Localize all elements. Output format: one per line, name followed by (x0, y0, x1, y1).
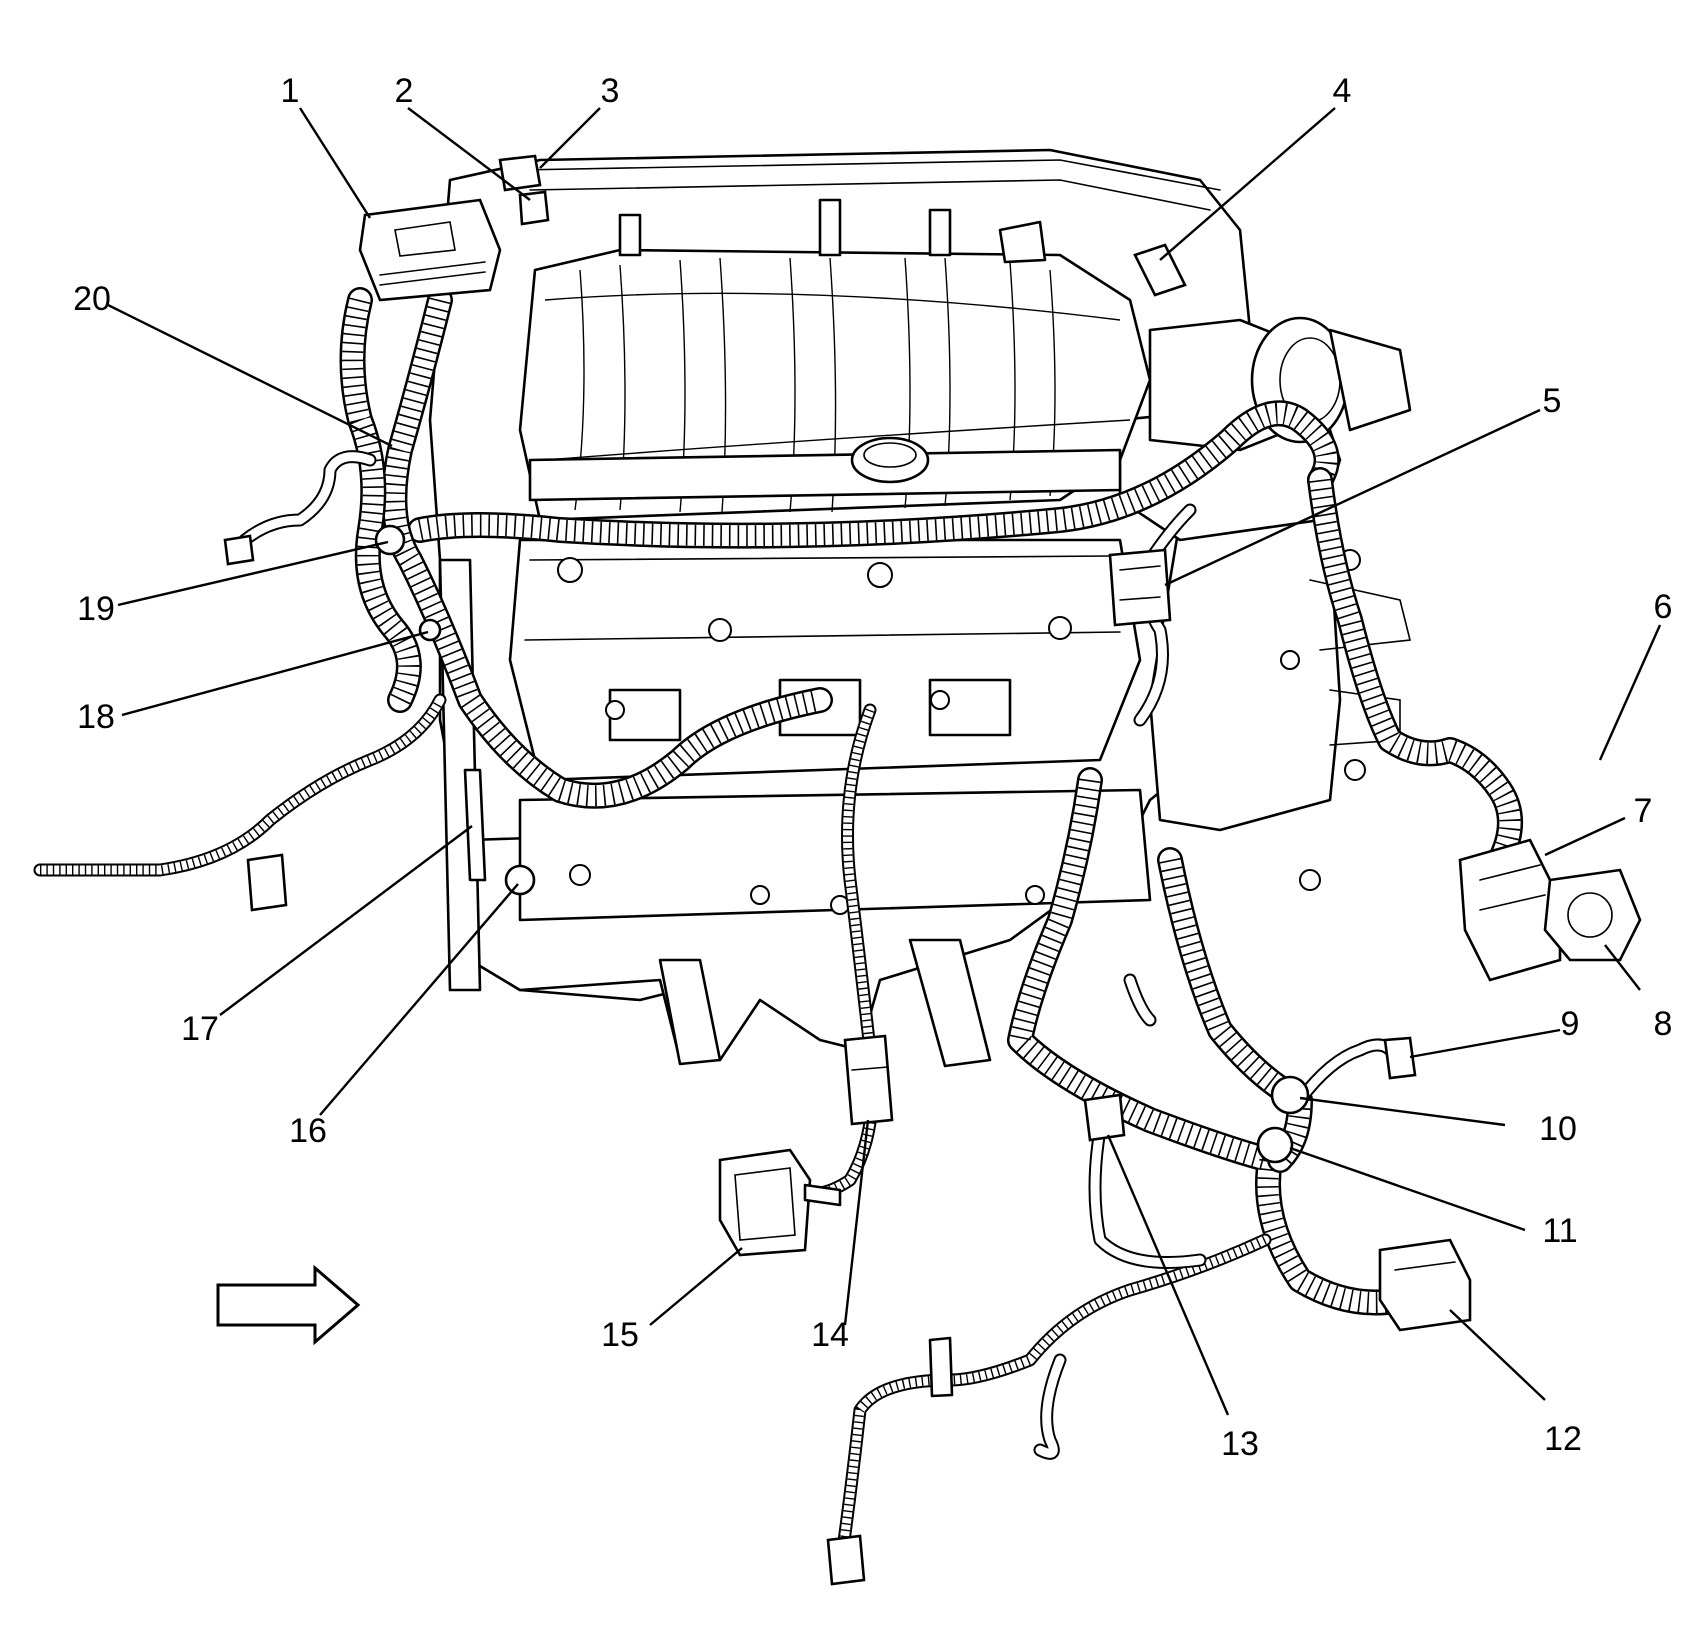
connector-8 (1543, 868, 1642, 962)
callout-9: 9 (1561, 1005, 1580, 1043)
callout-13: 13 (1221, 1425, 1259, 1463)
pigtail-wires (33, 450, 1397, 1577)
leader-lines (107, 107, 1662, 1416)
sensor-connector-3 (498, 154, 542, 192)
connector-5 (1108, 548, 1172, 627)
pigtail-connector-upper-left (223, 534, 255, 566)
callout-8: 8 (1654, 1005, 1673, 1043)
callout-14: 14 (811, 1316, 849, 1354)
connector-13 (1083, 1093, 1126, 1142)
callout-labels: 1 2 3 4 5 6 7 8 9 10 11 12 13 14 15 16 1… (73, 72, 1672, 1463)
callout-4: 4 (1333, 72, 1352, 110)
callout-1: 1 (281, 72, 300, 110)
pigtail-connector-bottom (826, 1534, 866, 1586)
harness-stud-clip (928, 1336, 954, 1398)
connector-9 (1383, 1036, 1417, 1080)
ecm-connector (358, 198, 502, 302)
harness-clip-18 (418, 618, 442, 642)
connector-14 (843, 1034, 894, 1126)
callout-2: 2 (395, 72, 414, 110)
callout-5: 5 (1543, 382, 1562, 420)
callout-16: 16 (289, 1112, 327, 1150)
callout-19: 19 (77, 590, 115, 628)
harness-clip-11 (1256, 1126, 1294, 1164)
callout-20: 20 (73, 280, 111, 318)
connector-4 (1133, 243, 1187, 297)
front-direction-arrow-icon (216, 1264, 361, 1346)
callout-3: 3 (601, 72, 620, 110)
callout-15: 15 (601, 1316, 639, 1354)
callout-18: 18 (77, 698, 115, 736)
callout-17: 17 (181, 1010, 219, 1048)
callout-7: 7 (1634, 792, 1653, 830)
callout-6: 6 (1654, 588, 1673, 626)
harness-retainer-19 (374, 524, 406, 556)
harness-clip-10 (1270, 1075, 1310, 1115)
callout-11: 11 (1542, 1212, 1577, 1250)
connector-15 (718, 1148, 842, 1257)
connector-7 (1458, 838, 1562, 982)
components (223, 154, 1642, 1586)
ground-bolt-16 (504, 864, 536, 896)
bracket-17 (463, 768, 487, 882)
pigtail-connector-left (246, 853, 288, 912)
callout-12: 12 (1544, 1420, 1582, 1458)
connector-12 (1378, 1238, 1472, 1332)
sensor-connector-2 (518, 190, 550, 226)
callout-10: 10 (1539, 1110, 1577, 1148)
